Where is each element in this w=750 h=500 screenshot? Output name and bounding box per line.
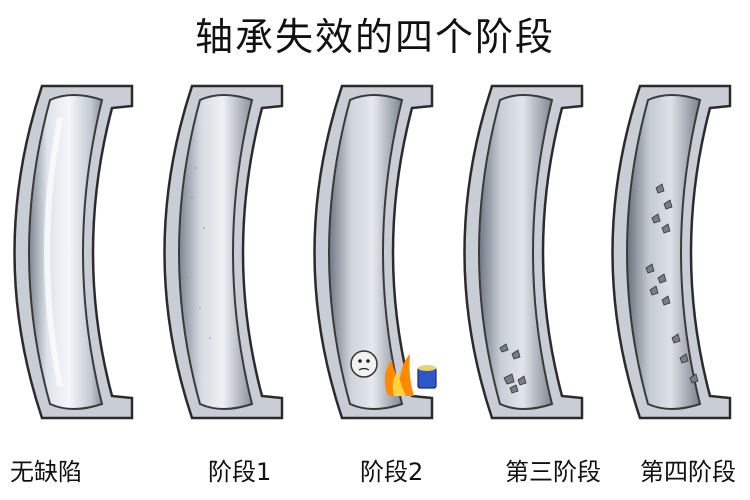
stage-4-severe-spalling — [600, 78, 750, 428]
stage-label-stage-4: 第四阶段 — [640, 458, 736, 486]
bucket-icon — [417, 365, 437, 389]
stages-row — [0, 78, 750, 428]
flame-icon — [384, 354, 414, 396]
stage-1-light-wear — [152, 78, 302, 428]
bearing-race-stage-1 — [163, 84, 284, 420]
stage-no-defect — [2, 78, 152, 428]
stage-label-stage-1: 阶段1 — [208, 458, 272, 486]
debris-icon — [499, 343, 527, 394]
bearing-race-stage-4 — [611, 84, 732, 420]
bearing-race-stage-3 — [463, 84, 584, 420]
stage-3-spalling — [452, 78, 602, 428]
stage-label-stage-2: 阶段2 — [360, 458, 424, 486]
debris-icon — [645, 183, 699, 384]
stage-label-stage-3: 第三阶段 — [505, 458, 601, 486]
ball-character-icon — [350, 350, 378, 378]
bearing-race-no-defect — [13, 84, 134, 420]
diagram-title: 轴承失效的四个阶段 — [194, 15, 555, 59]
stage-label-no-defect: 无缺陷 — [10, 458, 82, 486]
bearing-race-stage-2 — [313, 84, 437, 420]
stage-2-heat-damage — [302, 78, 452, 428]
